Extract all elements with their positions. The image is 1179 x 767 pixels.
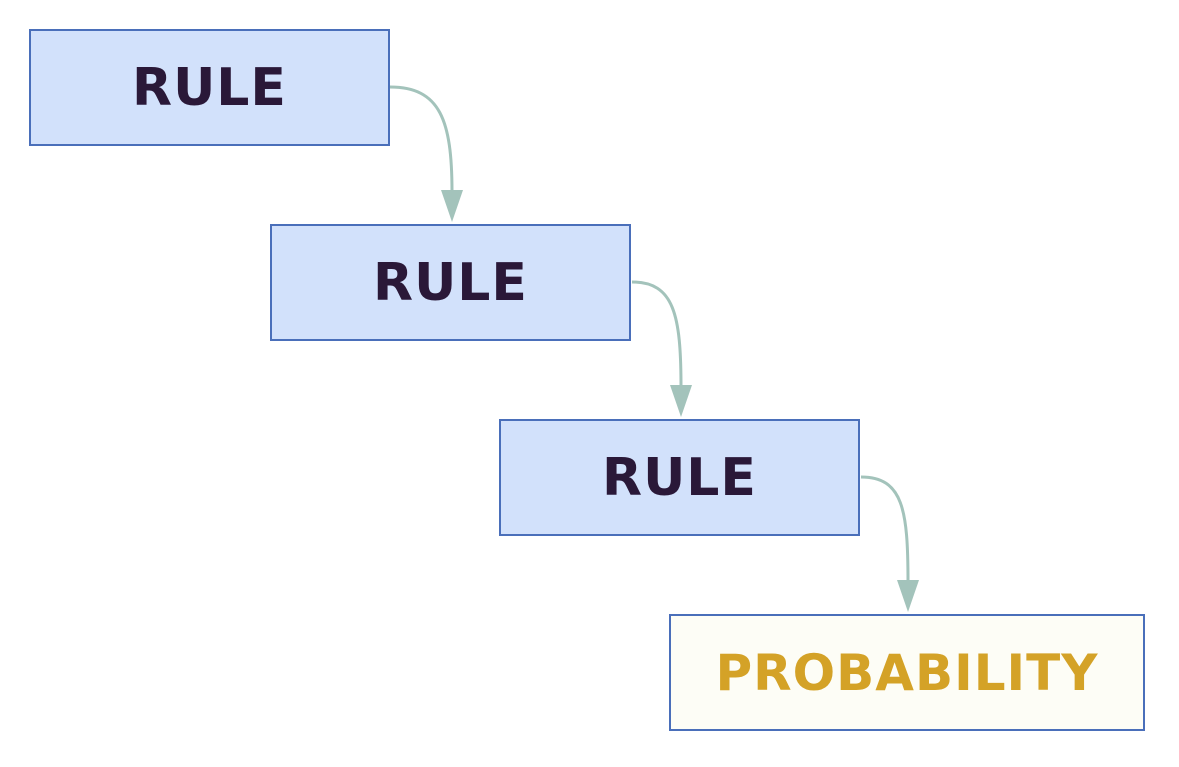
rule-node-3-label: RULE — [602, 447, 757, 508]
probability-node-label: PROBABILITY — [715, 643, 1099, 702]
connector-rule-2-to-rule-3 — [631, 280, 683, 388]
connector-rule-1-to-rule-2 — [389, 85, 454, 193]
rule-node-3: RULE — [499, 419, 860, 536]
rule-node-2-label: RULE — [373, 252, 528, 313]
arrowhead-2 — [670, 385, 692, 417]
rule-node-2: RULE — [270, 224, 631, 341]
rule-node-1-label: RULE — [132, 57, 287, 118]
arrowhead-3 — [897, 580, 919, 612]
probability-node: PROBABILITY — [669, 614, 1145, 731]
connector-rule-3-to-probability — [860, 475, 910, 583]
arrowhead-1 — [441, 190, 463, 222]
rule-node-1: RULE — [29, 29, 390, 146]
